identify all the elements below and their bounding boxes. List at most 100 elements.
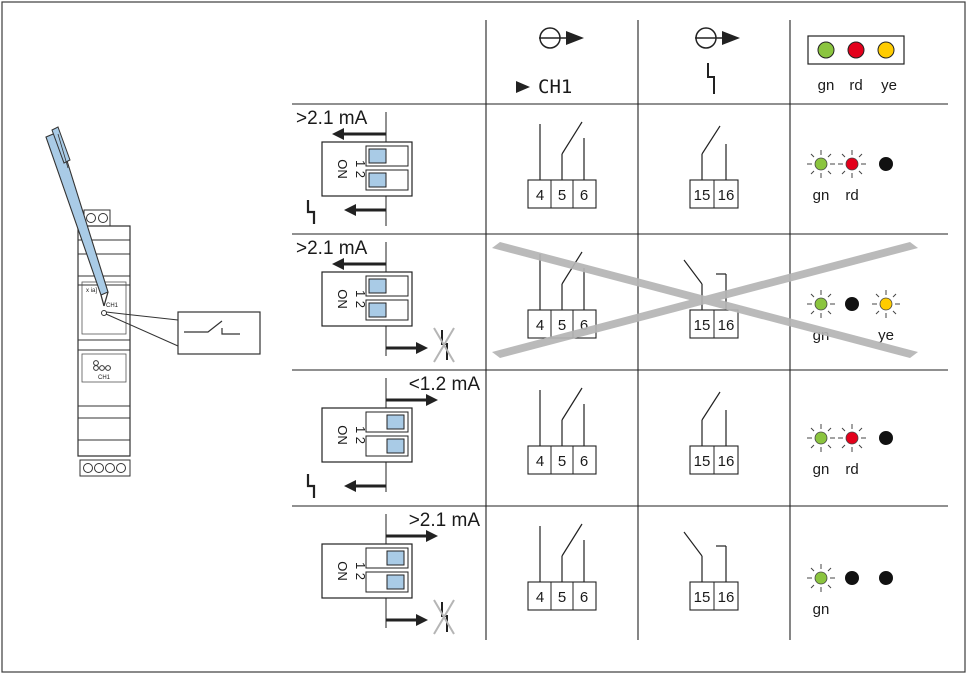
led-lit-icon xyxy=(807,150,835,178)
led-red-icon xyxy=(847,41,865,59)
led-label-ye: ye xyxy=(881,77,897,94)
switch-slider xyxy=(386,414,405,430)
screw-icon xyxy=(86,213,96,223)
switch-number-label: 1 2 xyxy=(353,160,368,178)
led-label: rd xyxy=(845,461,858,478)
terminal-label: 4 xyxy=(536,589,544,606)
device-top-label: x ia] xyxy=(86,288,97,294)
contact-symbol-icon xyxy=(184,320,223,333)
terminal-block xyxy=(527,445,597,475)
current-label: >2.1 mA xyxy=(296,108,368,129)
switch-slider xyxy=(368,172,387,188)
led-lit-icon xyxy=(807,290,835,318)
terminal-label: 4 xyxy=(536,317,544,334)
terminal-label: 16 xyxy=(718,453,735,470)
screw-icon xyxy=(83,463,93,473)
table-grid xyxy=(292,20,948,640)
device-housing xyxy=(77,225,131,457)
output-symbol-icon xyxy=(695,27,740,49)
terminal-label: 4 xyxy=(536,187,544,204)
screw-icon xyxy=(98,213,108,223)
led-label: gn xyxy=(813,461,830,478)
switch-slider xyxy=(368,278,387,294)
led-label: rd xyxy=(845,187,858,204)
device-led-panel xyxy=(81,353,127,383)
dip-switch-access-icon xyxy=(101,310,107,316)
terminal-label: 16 xyxy=(718,589,735,606)
switch-on-label: ON xyxy=(335,289,350,309)
terminal-label: 15 xyxy=(694,187,711,204)
current-label: <1.2 mA xyxy=(409,374,481,395)
led-label-rd: rd xyxy=(849,77,862,94)
led-lit-icon xyxy=(807,564,835,592)
terminal-label: 15 xyxy=(694,317,711,334)
device-led-icon xyxy=(105,365,111,371)
device-led-icon xyxy=(93,365,99,371)
terminal-label: 5 xyxy=(558,453,566,470)
arrow-right-icon xyxy=(516,81,530,93)
pen-icon xyxy=(45,126,109,307)
fault-icon xyxy=(306,474,316,498)
invalid-state-cross xyxy=(492,242,918,358)
screw-icon xyxy=(94,463,104,473)
led-status: gn xyxy=(807,564,893,618)
led-off-icon xyxy=(879,431,893,445)
callout-box xyxy=(177,311,261,355)
output-symbol-icon xyxy=(539,27,584,49)
switch-number-label: 1 2 xyxy=(353,290,368,308)
top-terminal-block xyxy=(83,209,111,227)
terminal-label: 5 xyxy=(558,317,566,334)
switch-slider xyxy=(386,574,405,590)
device-illustration: x ia] CH1 CH1 xyxy=(45,126,261,477)
terminal-label: 6 xyxy=(580,317,588,334)
device-led-panel-label: CH1 xyxy=(98,375,111,381)
led-label-gn: gn xyxy=(818,77,835,94)
current-label: >2.1 mA xyxy=(296,238,368,259)
switch-slider xyxy=(386,550,405,566)
led-off-icon xyxy=(879,157,893,171)
header-ch1-label: CH1 xyxy=(538,76,572,98)
switch-on-label: ON xyxy=(335,159,350,179)
current-label: >2.1 mA xyxy=(409,510,481,531)
terminal-label: 4 xyxy=(536,453,544,470)
screw-icon xyxy=(116,463,126,473)
led-off-icon xyxy=(845,571,859,585)
led-lit-icon xyxy=(807,424,835,452)
device-ch1-label: CH1 xyxy=(106,303,119,309)
switch-on-label: ON xyxy=(335,425,350,445)
led-lit-icon xyxy=(838,150,866,178)
header-output2 xyxy=(695,27,740,94)
led-label: gn xyxy=(813,187,830,204)
header-output1: CH1 xyxy=(516,27,584,98)
led-label: gn xyxy=(813,601,830,618)
switch-slider xyxy=(368,302,387,318)
led-label: ye xyxy=(878,327,894,344)
header-leds: gn rd ye xyxy=(807,35,905,94)
terminal-label: 6 xyxy=(580,187,588,204)
terminal-label: 15 xyxy=(694,453,711,470)
led-lit-icon xyxy=(838,424,866,452)
terminal-label: 6 xyxy=(580,589,588,606)
led-yellow-icon xyxy=(877,41,895,59)
terminal-label: 5 xyxy=(558,589,566,606)
switch-number-label: 1 2 xyxy=(353,562,368,580)
